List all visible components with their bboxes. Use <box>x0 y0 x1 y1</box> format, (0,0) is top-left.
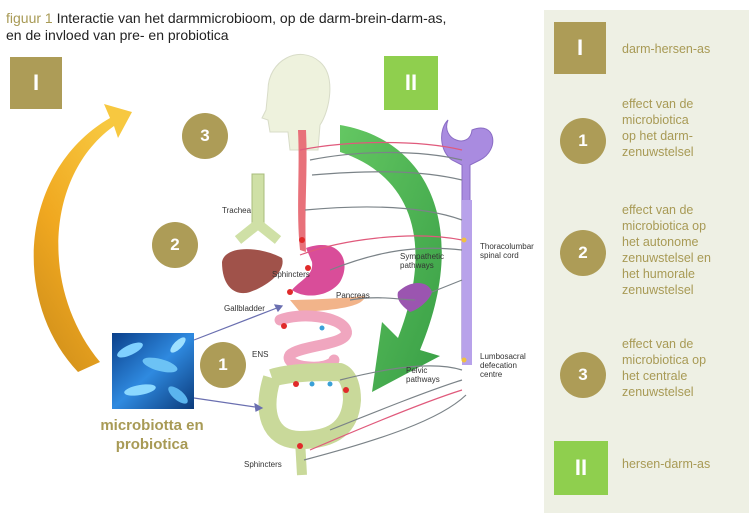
nerve-nodes <box>281 237 467 449</box>
label-lumbosacral-1: Lumbosacral <box>480 352 526 361</box>
small-intestine <box>274 310 352 373</box>
microbiota-image <box>112 333 194 409</box>
label-sympathetic-2: pathways <box>400 261 434 270</box>
legend-3-line-3: het centrale <box>622 369 688 383</box>
trachea-shape <box>234 173 282 244</box>
legend-2-line-6: zenuwstelsel <box>622 283 694 297</box>
label-trachea: Trachea <box>222 206 252 215</box>
legend-marker-2: 2 <box>560 230 606 276</box>
label-lumbosacral-3: centre <box>480 370 503 379</box>
label-sphincters-top: Sphincters <box>272 270 310 279</box>
label-thoracolumbar-1: Thoracolumbar <box>480 242 534 251</box>
legend-II-line-1: hersen-darm-as <box>622 457 711 471</box>
label-thoracolumbar: Thoracolumbar spinal cord <box>480 242 534 260</box>
stomach <box>292 244 345 296</box>
legend-marker-1: 1 <box>560 118 606 164</box>
marker-3-circle: 3 <box>182 113 228 159</box>
legend-marker-I: I <box>554 22 606 74</box>
legend-1-line-4: zenuwstelsel <box>622 145 694 159</box>
legend-1-line-2: microbiotica <box>622 113 689 127</box>
green-arrow-brain-gut <box>340 125 442 392</box>
figure-caption: figuur 1 Interactie van het darmmicrobio… <box>6 10 526 44</box>
legend-text-I: darm-hersen-as <box>622 41 710 57</box>
marker-1-circle: 1 <box>200 342 246 388</box>
label-sphincters-bottom: Sphincters <box>244 460 282 469</box>
legend-1-line-1: effect van de <box>622 97 694 111</box>
esophagus <box>298 130 307 252</box>
label-pancreas: Pancreas <box>336 291 370 300</box>
pancreas-shape <box>290 296 365 312</box>
microbiota-arrows <box>193 304 284 412</box>
spinal-cord <box>441 119 494 365</box>
label-thoracolumbar-2: spinal cord <box>480 251 519 260</box>
microbiota-label-2: probiotica <box>115 436 189 453</box>
legend-marker-3: 3 <box>560 352 606 398</box>
orange-arrow-brain-gut <box>33 104 132 372</box>
legend-marker-II: II <box>554 441 608 495</box>
marker-I-square: I <box>10 57 62 109</box>
caption-line-2: en de invloed van pre- en probiotica <box>6 27 229 43</box>
label-lumbosacral-2: defecation <box>480 361 517 370</box>
microbiota-label-1: microbiotta en <box>100 417 204 434</box>
label-lumbosacral: Lumbosacral defecation centre <box>480 352 526 379</box>
legend-2-line-2: microbiotica op <box>622 219 707 233</box>
label-ens: ENS <box>252 350 269 359</box>
legend-2-line-5: het humorale <box>622 267 695 281</box>
legend-panel: I darm-hersen-as 1 effect van de microbi… <box>544 10 749 513</box>
label-sympathetic: Sympathetic pathways <box>400 252 444 270</box>
red-pathways <box>299 141 463 451</box>
legend-3-line-1: effect van de <box>622 337 694 351</box>
label-gallbladder: Gallbladder <box>224 304 265 313</box>
legend-2-line-3: het autonome <box>622 235 699 249</box>
nerve-pathways <box>303 151 467 461</box>
marker-2-circle: 2 <box>152 222 198 268</box>
legend-I-line-1: darm-hersen-as <box>622 42 711 56</box>
legend-1-line-3: op het darm- <box>622 129 693 143</box>
legend-text-3: effect van de microbiotica op het centra… <box>622 336 706 400</box>
label-pelvic-2: pathways <box>406 375 440 384</box>
label-pelvic-1: Pelvic <box>406 366 428 375</box>
legend-3-line-4: zenuwstelsel <box>622 385 694 399</box>
marker-II-square: II <box>384 56 438 110</box>
liver <box>222 249 283 294</box>
legend-text-2: effect van de microbiotica op het autono… <box>622 202 711 298</box>
legend-text-1: effect van de microbiotica op het darm- … <box>622 96 694 160</box>
label-sympathetic-1: Sympathetic <box>400 252 445 261</box>
caption-line-1: Interactie van het darmmicrobioom, op de… <box>56 10 447 26</box>
figure-label: figuur 1 <box>6 10 53 26</box>
legend-2-line-4: zenuwstelsel en <box>622 251 711 265</box>
legend-2-line-1: effect van de <box>622 203 694 217</box>
diagram-artwork <box>33 53 494 476</box>
sympathetic-ganglion <box>397 283 432 312</box>
microbiota-label: microbiotta en probiotica <box>82 416 222 454</box>
legend-text-II: hersen-darm-as <box>622 456 710 472</box>
legend-3-line-2: microbiotica op <box>622 353 707 367</box>
head-silhouette <box>261 53 331 151</box>
label-pelvic: Pelvic pathways <box>406 366 440 384</box>
